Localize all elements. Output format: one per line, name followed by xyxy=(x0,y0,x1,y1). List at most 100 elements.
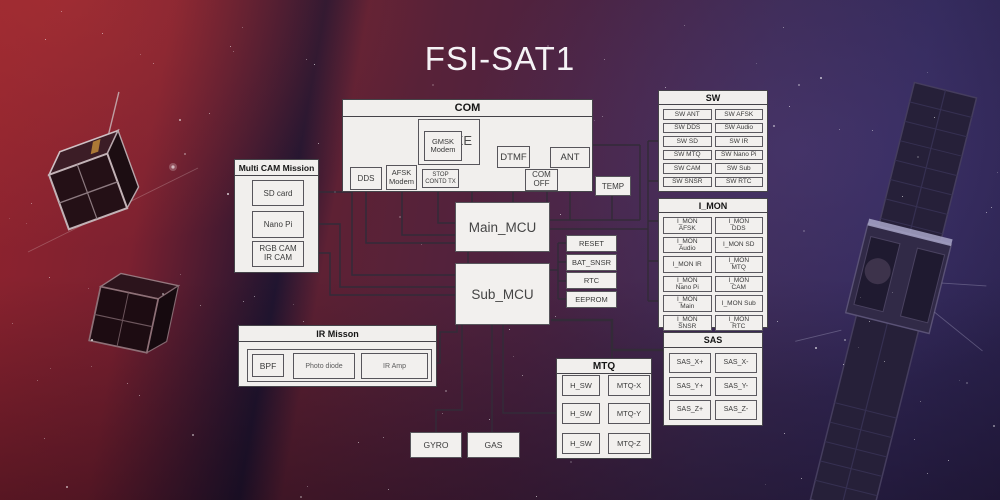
node-sw-dds: SW DDS xyxy=(663,122,712,133)
star xyxy=(872,129,874,131)
sas-block: SAS SAS_X+ SAS_X- SAS_Y+ SAS_Y- SAS_Z+ S… xyxy=(663,332,763,426)
node-ir-amp: IR Amp xyxy=(361,353,428,379)
glow-dot-core xyxy=(171,165,175,169)
star xyxy=(919,401,921,403)
star xyxy=(997,172,999,174)
com-block-header: COM xyxy=(343,100,592,117)
ir-mission-header: IR Misson xyxy=(239,326,436,342)
star xyxy=(842,364,844,366)
star xyxy=(317,143,319,145)
star xyxy=(431,83,434,86)
node-i-mon-sd: I_MON SD xyxy=(714,236,763,254)
node-sas-z-plus: SAS_Z+ xyxy=(669,400,711,420)
node-i-mon-ir: I_MON IR xyxy=(663,256,712,273)
node-gmsk-modem: GMSK Modem xyxy=(424,131,462,161)
star xyxy=(179,118,182,121)
node-sw-audio: SW Audio xyxy=(714,122,763,133)
star xyxy=(313,64,315,66)
star xyxy=(488,418,490,420)
cubesat-illustration-1 xyxy=(47,91,140,231)
star xyxy=(243,300,244,302)
node-i-mon-main: I_MON Main xyxy=(663,295,712,312)
node-mtq-x: MTQ-X xyxy=(608,375,650,396)
star xyxy=(45,38,47,40)
node-i-mon-mtq: I_MON MTQ xyxy=(714,256,763,273)
node-sas-y-minus: SAS_Y- xyxy=(715,376,757,397)
star xyxy=(102,32,104,34)
star xyxy=(229,45,231,47)
star xyxy=(254,295,256,297)
node-afsk-modem: AFSK Modem xyxy=(386,165,417,190)
star xyxy=(764,484,766,486)
star xyxy=(25,222,27,224)
star xyxy=(992,424,995,427)
ir-mission-inner-frame xyxy=(247,349,432,382)
star xyxy=(242,27,244,29)
node-sw-nano-pi: SW Nano Pi xyxy=(714,149,763,160)
node-main-mcu: Main_MCU xyxy=(455,202,550,252)
star xyxy=(227,192,230,195)
node-sas-z-minus: SAS_Z- xyxy=(715,400,757,420)
node-reset: RESET xyxy=(566,235,617,252)
node-h-sw-y: H_SW xyxy=(562,403,600,424)
node-nano-pi: Nano Pi xyxy=(252,211,304,238)
node-sw-afsk: SW AFSK xyxy=(714,109,763,120)
star xyxy=(398,216,401,219)
star xyxy=(30,202,32,204)
star xyxy=(444,390,447,393)
node-i-mon-nano-pi: I_MON Nano Pi xyxy=(663,275,712,293)
star xyxy=(357,442,359,443)
star xyxy=(152,62,154,64)
node-photo-diode: Photo diode xyxy=(293,353,355,379)
star xyxy=(902,195,903,197)
star xyxy=(602,115,604,117)
star xyxy=(783,27,785,29)
star xyxy=(200,304,201,306)
node-rgb-ir-cam: RGB CAM IR CAM xyxy=(252,241,304,267)
node-dds: DDS xyxy=(350,167,382,190)
star xyxy=(87,287,89,289)
node-h-sw-z: H_SW xyxy=(562,433,600,454)
star xyxy=(801,478,803,480)
star xyxy=(913,439,915,441)
sas-block-header: SAS xyxy=(664,333,762,348)
node-gyro: GYRO xyxy=(410,432,462,458)
star xyxy=(547,44,550,47)
star xyxy=(858,346,860,348)
star xyxy=(892,292,894,294)
star xyxy=(927,72,928,74)
node-stop-contd-tx: STOP CONTD TX xyxy=(422,169,459,188)
i-mon-block: I_MON I_MON AFSK I_MON DDS I_MON Audio I… xyxy=(658,198,768,332)
node-rtc: RTC xyxy=(566,272,617,289)
star xyxy=(91,366,93,368)
star xyxy=(843,339,846,342)
node-i-mon-dds: I_MON DDS xyxy=(714,217,763,234)
star xyxy=(232,51,234,53)
node-eeprom: EEPROM xyxy=(566,291,617,308)
cubesat-illustration-2 xyxy=(88,272,181,354)
star xyxy=(869,320,871,322)
star xyxy=(789,105,790,107)
node-sw-rtc: SW RTC xyxy=(714,176,763,187)
node-sas-x-minus: SAS_X- xyxy=(715,353,757,373)
star xyxy=(8,217,10,219)
star xyxy=(302,321,304,323)
star xyxy=(48,277,50,278)
node-i-mon-snsr: I_MON SNSR xyxy=(663,314,712,332)
node-dtmf: DTMF xyxy=(497,146,530,168)
node-mtq-z: MTQ-Z xyxy=(608,433,650,454)
star xyxy=(300,496,302,499)
star xyxy=(948,460,950,462)
star xyxy=(555,315,556,317)
star xyxy=(684,24,686,26)
star xyxy=(965,382,968,384)
sw-block-header: SW xyxy=(659,91,767,105)
node-sw-mtq: SW MTQ xyxy=(663,149,712,160)
node-mtq-y: MTQ-Y xyxy=(608,403,650,424)
star xyxy=(570,460,573,463)
star xyxy=(934,117,936,119)
node-i-mon-cam: I_MON CAM xyxy=(714,275,763,293)
node-i-mon-sub: I_MON Sub xyxy=(714,295,763,312)
